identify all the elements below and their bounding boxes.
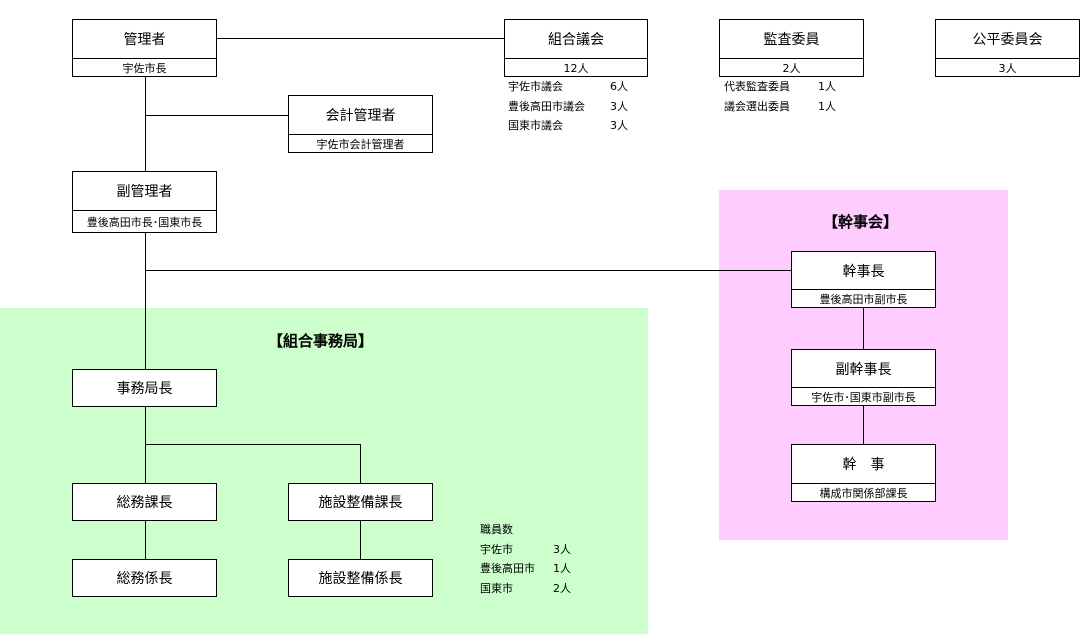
member-name: 代表監査委員 <box>724 80 790 93</box>
kanrisha-title: 管理者 <box>123 32 166 48</box>
list-item: 国東市議会 3人 <box>508 116 628 136</box>
fuku-kanjicho-box: 副幹事長 宇佐市･国東市副市長 <box>791 349 936 406</box>
jimukyokucho-box: 事務局長 <box>72 369 217 407</box>
member-name: 議会選出委員 <box>724 99 790 113</box>
kohei-iinkai-box: 公平委員会 3人 <box>935 19 1080 77</box>
kohei-iinkai-title: 公平委員会 <box>972 32 1043 48</box>
staff-city: 国東市 <box>480 581 513 595</box>
connector-kanrisha-gikai <box>216 38 504 39</box>
shisetsu-kakaricho-box: 施設整備係長 <box>288 559 433 597</box>
kanrisha-box: 管理者 宇佐市長 <box>72 19 217 77</box>
staff-city: 豊後高田市 <box>480 562 535 575</box>
kanrisha-sub: 宇佐市長 <box>73 58 216 77</box>
list-item: 代表監査委員 1人 <box>724 77 836 97</box>
kaikei-kanrisha-box: 会計管理者 宇佐市会計管理者 <box>288 95 433 153</box>
connector-fuku-vertical <box>145 233 146 370</box>
somu-kakaricho-box: 総務係長 <box>72 559 217 597</box>
kanji-title-text: 幹 事 <box>842 457 885 473</box>
staff-city: 宇佐市 <box>480 542 513 556</box>
shisetsu-kakaricho-title: 施設整備係長 <box>318 571 403 587</box>
kaikei-kanrisha-title: 会計管理者 <box>325 108 396 124</box>
list-item: 豊後高田市 1人 <box>480 559 571 579</box>
connector-fuku-kanji-member <box>863 406 864 445</box>
connector-shisetsu-down <box>360 444 361 484</box>
connector-jimukyoku-vertical <box>145 406 146 484</box>
kanjicho-title: 幹事長 <box>842 263 885 280</box>
member-count: 3人 <box>610 99 628 113</box>
member-name: 宇佐市議会 <box>508 80 563 93</box>
kanji-sub: 構成市関係部課長 <box>792 483 935 502</box>
list-item: 議会選出委員 1人 <box>724 97 836 117</box>
staff-count: 1人 <box>553 562 571 575</box>
kansa-iin-title: 監査委員 <box>763 32 820 48</box>
kumiai-gikai-box: 組合議会 12人 <box>504 19 648 77</box>
kaikei-kanrisha-sub: 宇佐市会計管理者 <box>289 134 432 153</box>
list-item: 豊後高田市議会 3人 <box>508 97 628 117</box>
secretariat-title: 【組合事務局】 <box>268 332 374 350</box>
shisetsu-kacho-title: 施設整備課長 <box>318 495 403 511</box>
gikai-members-list: 宇佐市議会 6人 豊後高田市議会 3人 国東市議会 3人 <box>508 77 628 136</box>
staff-count: 3人 <box>553 542 571 556</box>
staff-count: 2人 <box>553 581 571 595</box>
connector-fuku-kanji <box>145 270 792 271</box>
fuku-kanrisha-box: 副管理者 豊後高田市長･国東市長 <box>72 171 217 233</box>
list-item: 国東市 2人 <box>480 579 571 599</box>
fuku-kanrisha-title: 副管理者 <box>116 184 173 200</box>
kumiai-gikai-sub: 12人 <box>505 58 647 77</box>
kanjicho-sub: 豊後高田市副市長 <box>792 289 935 308</box>
member-count: 1人 <box>818 80 836 93</box>
member-name: 豊後高田市議会 <box>508 99 585 113</box>
member-count: 6人 <box>610 80 628 93</box>
kanji-box: 幹 事 構成市関係部課長 <box>791 444 936 502</box>
connector-ka-horizontal <box>145 444 361 445</box>
connector-kanjicho-fuku <box>863 308 864 350</box>
connector-kaikei <box>145 115 289 116</box>
kumiai-gikai-title: 組合議会 <box>548 32 604 48</box>
kansa-members-list: 代表監査委員 1人 議会選出委員 1人 <box>724 77 836 116</box>
kohei-iinkai-sub: 3人 <box>936 58 1079 77</box>
staff-list: 職員数 宇佐市 3人 豊後高田市 1人 国東市 2人 <box>480 520 571 598</box>
fuku-kanrisha-sub: 豊後高田市長･国東市長 <box>73 210 216 233</box>
jimukyokucho-title: 事務局長 <box>116 381 173 397</box>
kanji-title: 【幹事会】 <box>823 213 899 231</box>
kansa-iin-sub: 2人 <box>720 58 863 77</box>
list-item: 宇佐市 3人 <box>480 540 571 560</box>
connector-kanrisha-vertical <box>145 77 146 172</box>
kanjicho-box: 幹事長 豊後高田市副市長 <box>791 251 936 308</box>
somu-kacho-title: 総務課長 <box>116 495 173 511</box>
somu-kakaricho-title: 総務係長 <box>116 571 173 587</box>
member-count: 1人 <box>818 99 836 113</box>
connector-shisetsu-kakari <box>360 520 361 559</box>
shisetsu-kacho-box: 施設整備課長 <box>288 483 433 521</box>
list-item: 宇佐市議会 6人 <box>508 77 628 97</box>
member-count: 3人 <box>610 119 628 132</box>
somu-kacho-box: 総務課長 <box>72 483 217 521</box>
fuku-kanjicho-sub: 宇佐市･国東市副市長 <box>792 387 935 406</box>
staff-heading: 職員数 <box>480 523 513 536</box>
kansa-iin-box: 監査委員 2人 <box>719 19 864 77</box>
fuku-kanjicho-title: 副幹事長 <box>835 361 892 378</box>
member-name: 国東市議会 <box>508 119 563 132</box>
connector-somu-kakari <box>145 520 146 559</box>
